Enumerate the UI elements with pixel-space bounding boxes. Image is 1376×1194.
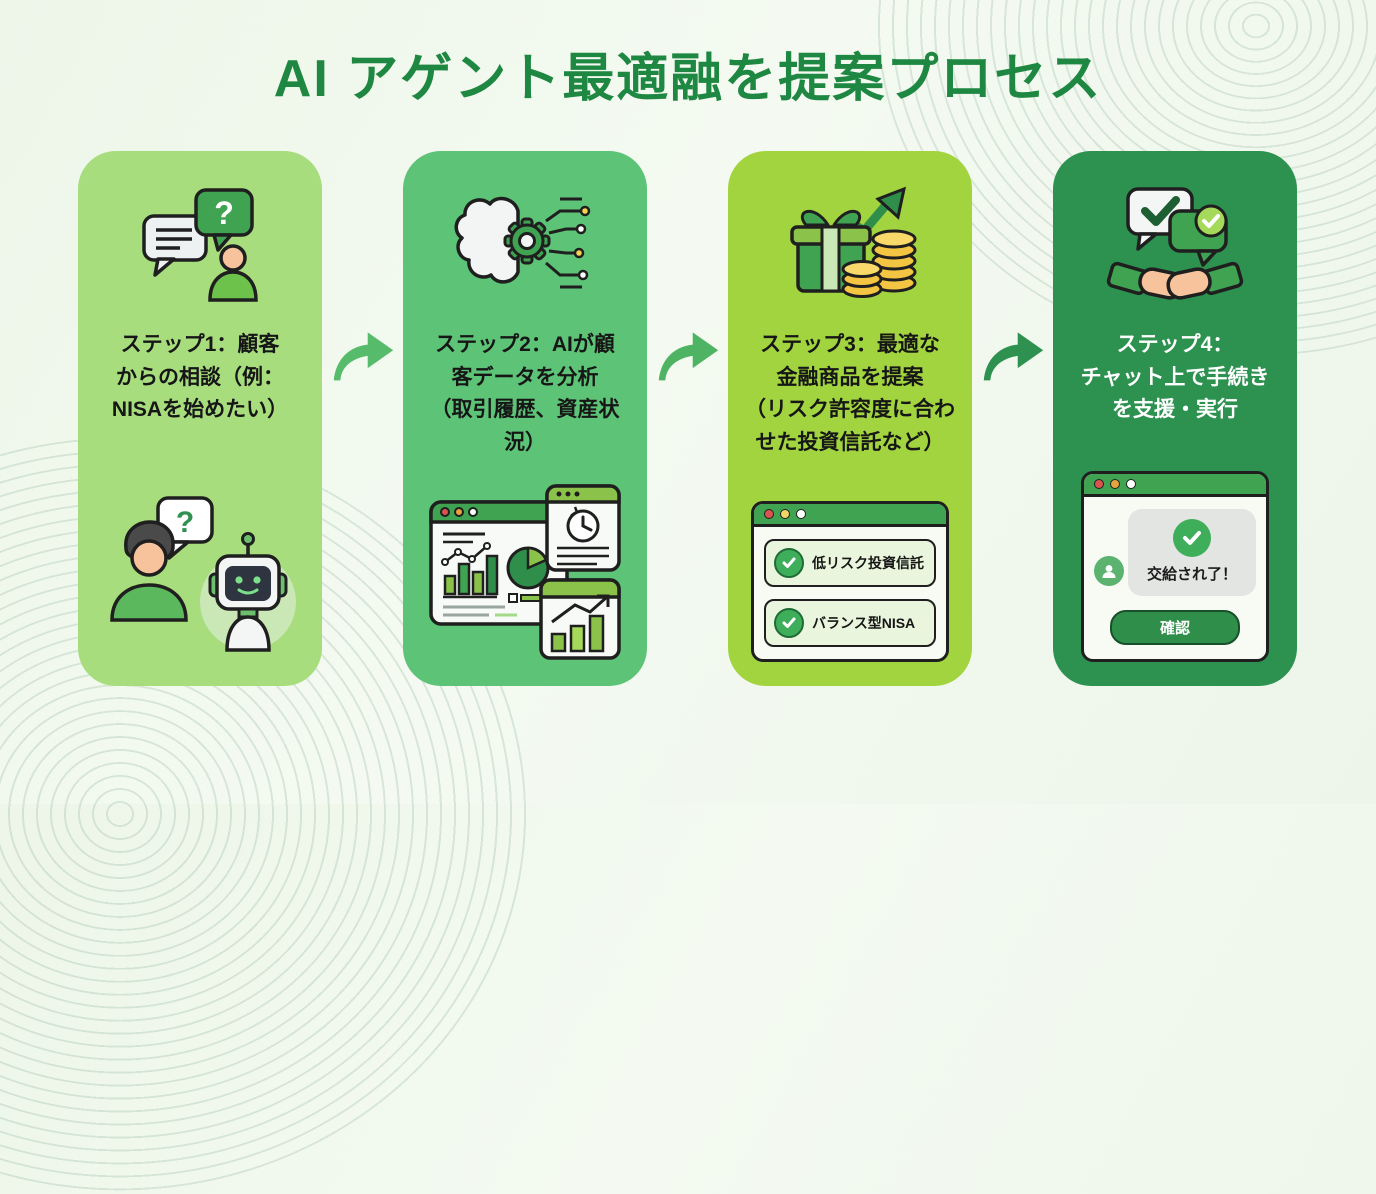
check-icon	[774, 548, 804, 578]
customer-robot-svg: ?	[110, 496, 296, 652]
analytics-dashboard-illustration	[425, 484, 625, 662]
window-dot-white	[796, 509, 806, 519]
window-dot-yellow	[780, 509, 790, 519]
step-2-label: ステップ2：AIが顧 客データを分析 （取引履歴、資産状 況）	[430, 333, 620, 454]
success-check-icon	[1173, 519, 1211, 557]
window-dot-red	[1094, 479, 1104, 489]
step-3-label: ステップ3：最適な 金融商品を提案 （リスク許容度に合わ せた投資信託など）	[745, 333, 955, 454]
ai-brain-gear-icon	[454, 175, 596, 315]
consultation-chat-icon-svg: ?	[142, 188, 258, 302]
agent-avatar-icon	[1094, 556, 1124, 586]
step-card-1: ? ステップ1：顧客 からの相談（例： NISAを始めたい） ?	[78, 151, 322, 686]
step-4-label: ステップ4： チャット上で手続き を支援・実行	[1080, 333, 1270, 422]
browser-window: 交給され了！ 確認	[1081, 471, 1269, 662]
curved-arrow-icon	[658, 332, 718, 381]
window-dot-orange	[1110, 479, 1120, 489]
step-card-3: ステップ3：最適な 金融商品を提案 （リスク許容度に合わ せた投資信託など） 低…	[728, 151, 972, 686]
step-card-2: ステップ2：AIが顧 客データを分析 （取引履歴、資産状 況）	[403, 151, 647, 686]
step-1-label: ステップ1：顧客 からの相談（例： NISAを始めたい）	[111, 333, 289, 422]
question-mark: ?	[214, 195, 234, 231]
product-option-2-label: バランス型NISA	[812, 615, 916, 631]
chat-message: 交給され了！	[1146, 566, 1237, 583]
flow-arrow-3	[972, 323, 1053, 385]
consultation-chat-icon: ?	[134, 175, 266, 315]
window-dot-red	[764, 509, 774, 519]
page-title: AI アゲント最適融を提案プロセス	[273, 50, 1103, 108]
chat-bubble: 交給され了！	[1128, 509, 1256, 596]
flow-arrow-2	[647, 323, 728, 385]
ai-brain-gear-svg	[454, 196, 591, 289]
process-flow: ? ステップ1：顧客 からの相談（例： NISAを始めたい） ?	[78, 151, 1298, 686]
product-option-1: 低リスク投資信託	[764, 539, 936, 587]
browser-window: 低リスク投資信託 バランス型NISA	[751, 501, 949, 662]
check-icon	[774, 608, 804, 638]
gift-coins-growth-icon	[780, 175, 920, 315]
product-option-1-label: 低リスク投資信託	[812, 555, 924, 571]
flow-arrow-1	[322, 323, 403, 385]
curved-arrow-icon	[333, 332, 393, 381]
analytics-dashboard-svg	[429, 484, 621, 660]
window-dot-white	[1126, 479, 1136, 489]
customer-robot-illustration: ?	[98, 492, 302, 662]
product-options-window: 低リスク投資信託 バランス型NISA	[751, 501, 949, 662]
window-header	[754, 504, 946, 527]
curved-arrow-icon	[983, 332, 1043, 381]
product-option-2: バランス型NISA	[764, 599, 936, 647]
confirm-button: 確認	[1109, 610, 1241, 645]
handshake-agreement-svg	[1106, 187, 1244, 300]
chat-confirmation-window: 交給され了！ 確認	[1081, 471, 1269, 662]
step-card-4: ステップ4： チャット上で手続き を支援・実行	[1053, 151, 1297, 686]
gift-coins-growth-svg	[790, 186, 917, 298]
question-mark: ?	[176, 506, 194, 539]
window-header	[1084, 474, 1266, 497]
handshake-agreement-icon	[1104, 175, 1246, 315]
